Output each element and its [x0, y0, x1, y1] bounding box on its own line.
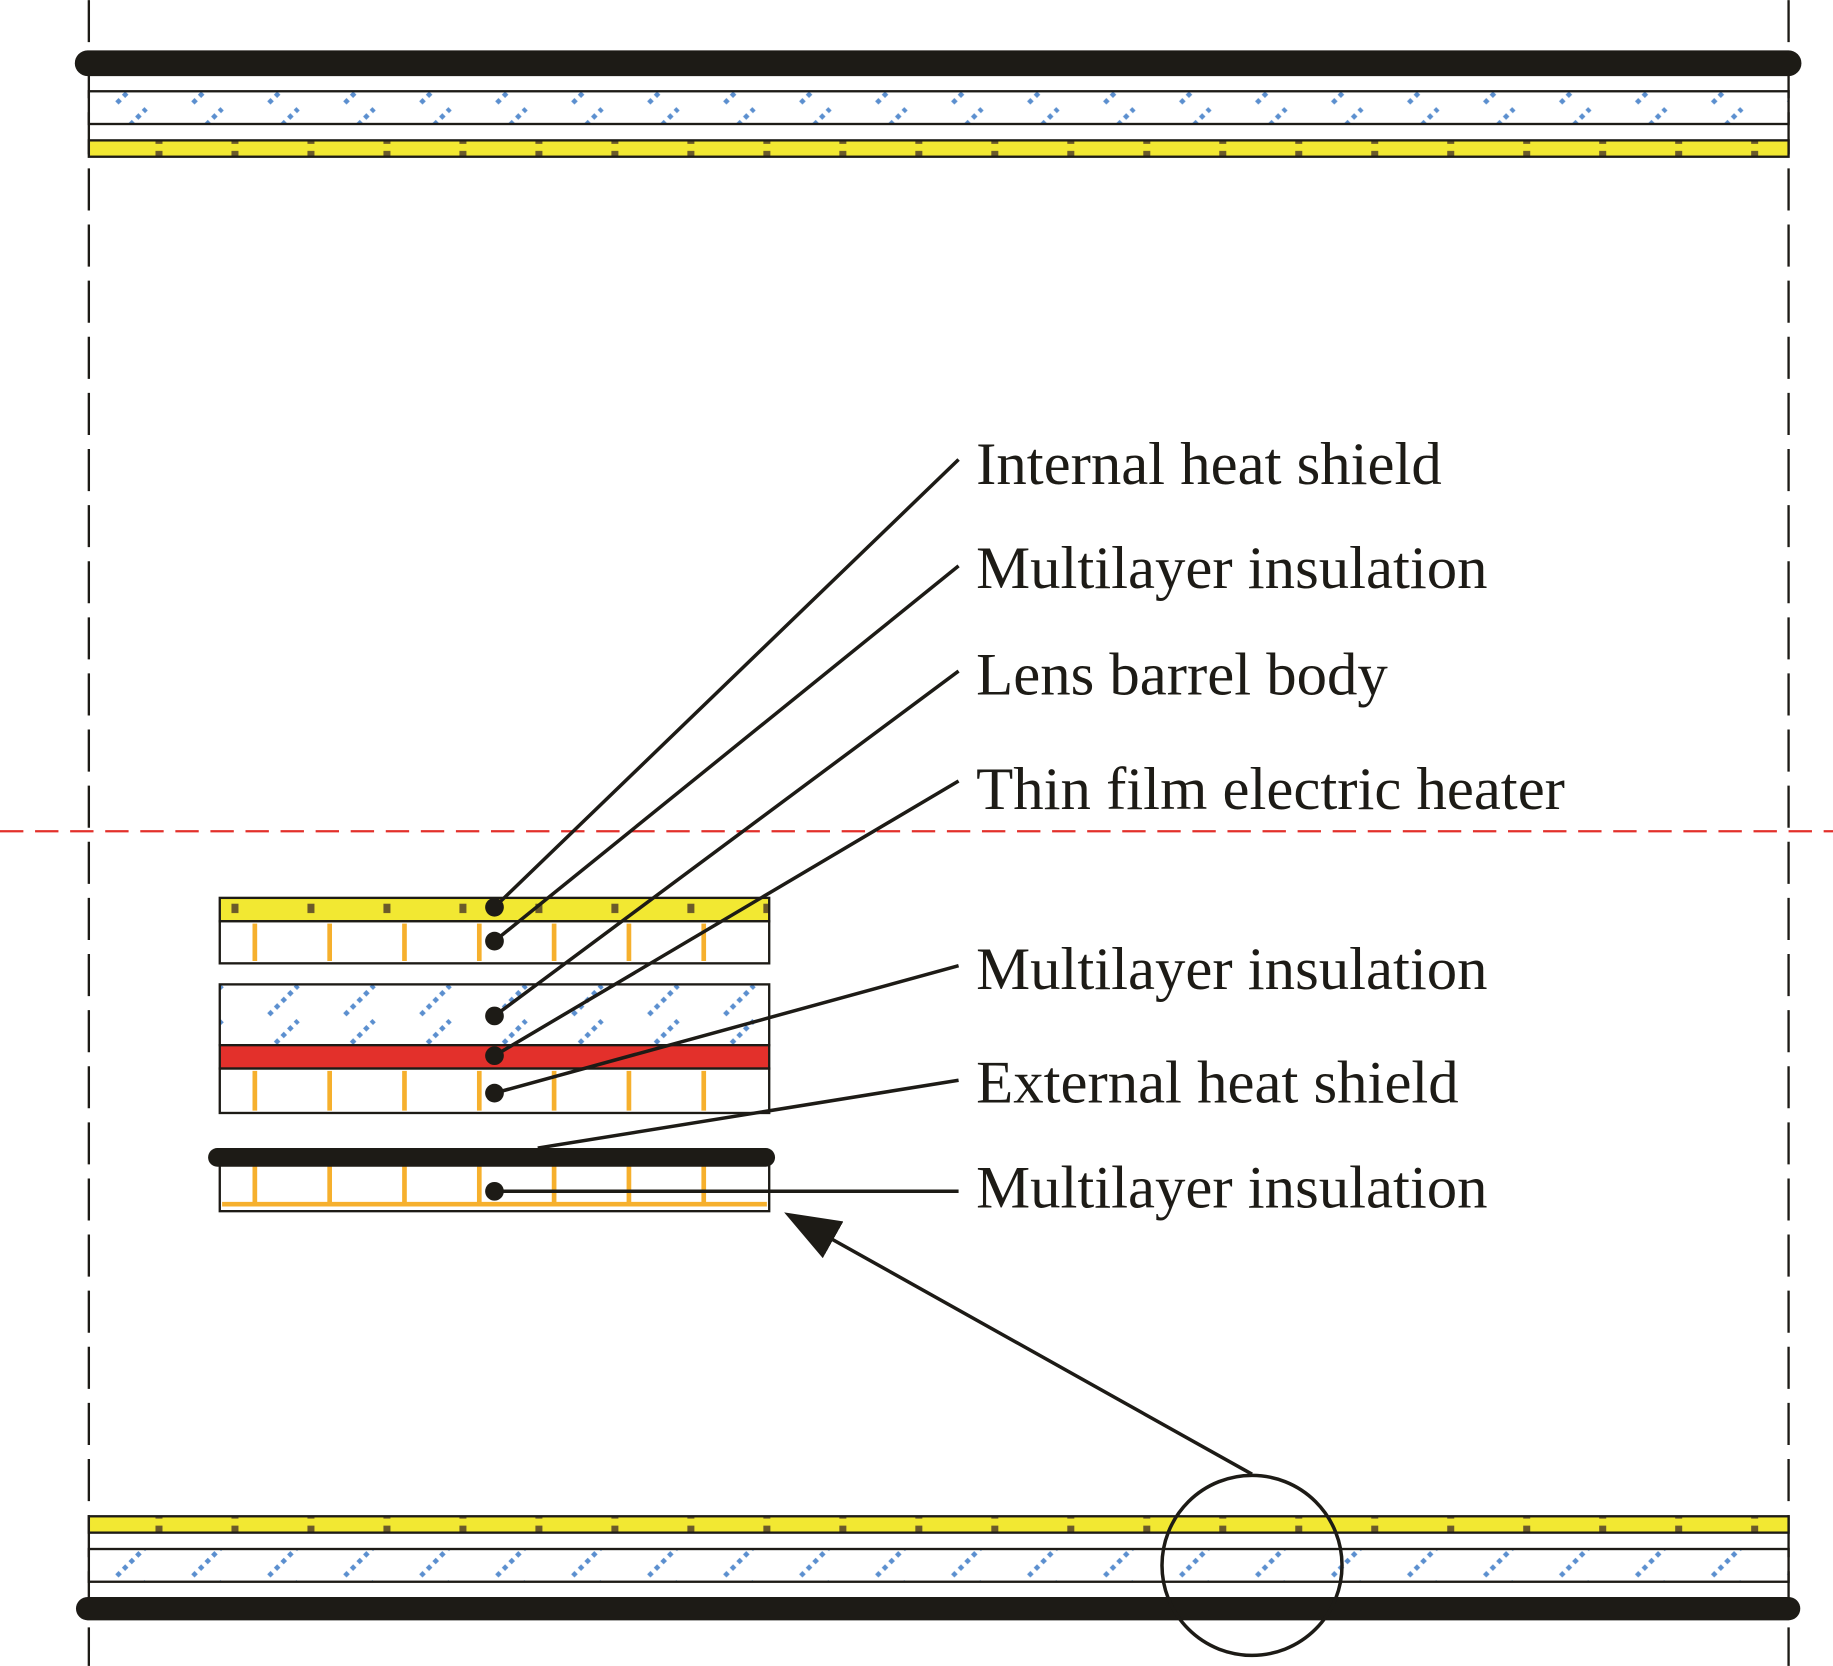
label-mli-3: Multilayer insulation — [976, 1155, 1487, 1222]
leader-external-heat-shield — [537, 1078, 959, 1150]
marker-dot — [485, 1181, 504, 1201]
marker-dot — [485, 1046, 504, 1066]
leader-mli-2 — [494, 963, 960, 1095]
marker-dot — [485, 897, 504, 917]
bottom-lens-barrel-body — [87, 1547, 1790, 1583]
leader-thin-film-heater — [493, 779, 960, 1058]
bottom-internal-heat-shield — [87, 1515, 1790, 1534]
marker-dot — [485, 1083, 504, 1103]
leader-internal-heat-shield — [493, 458, 960, 909]
label-external-heat-shield: External heat shield — [976, 1049, 1459, 1116]
leader-mli-1 — [493, 564, 960, 943]
detail-magnifier-circle — [1160, 1473, 1344, 1658]
label-thin-film-heater: Thin film electric heater — [976, 756, 1565, 823]
detail-pointer-arrow — [784, 1212, 1253, 1476]
marker-dot — [485, 931, 504, 951]
label-mli-1: Multilayer insulation — [976, 535, 1487, 602]
detail-mli-2 — [218, 1067, 771, 1115]
leader-lens-barrel-body — [493, 669, 960, 1018]
marker-dot — [485, 1006, 504, 1026]
detail-cross-section — [208, 896, 776, 1213]
top-lens-barrel-body — [87, 90, 1790, 126]
label-lens-barrel-body: Lens barrel body — [976, 641, 1388, 708]
label-internal-heat-shield: Internal heat shield — [976, 431, 1442, 498]
top-internal-heat-shield — [87, 139, 1790, 158]
label-mli-2: Multilayer insulation — [976, 936, 1487, 1003]
